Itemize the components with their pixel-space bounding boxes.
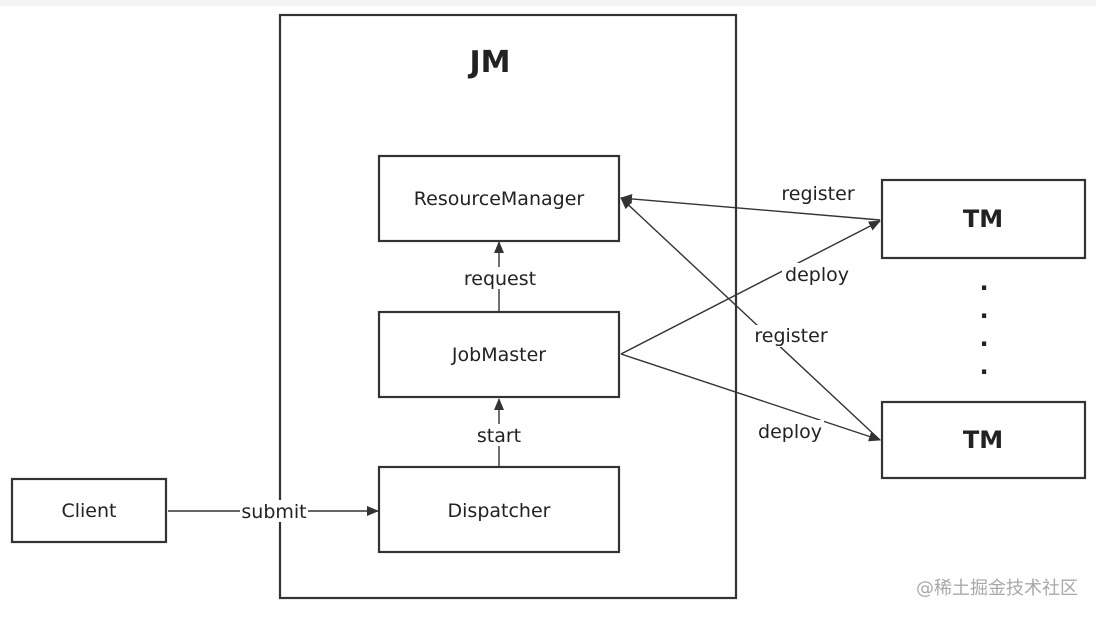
tm-bottom-label: TM (963, 426, 1003, 454)
top-band (0, 0, 1096, 6)
resource-manager-box (377, 154, 621, 243)
edge-label-register-bottom: register (754, 325, 827, 347)
jm-title: JM (467, 45, 510, 80)
node-tm-top: TM (880, 178, 1087, 260)
node-tm-bottom: TM (880, 400, 1087, 480)
edge-register-top (620, 193, 881, 221)
node-resource-manager: ResourceManager (377, 154, 621, 243)
tm-bottom-box (880, 400, 1087, 480)
client-box (10, 477, 168, 544)
edge-deploy-bottom (620, 353, 881, 442)
ellipsis-dot: . (979, 296, 988, 324)
edge-labels: submit start request register deploy reg… (240, 183, 855, 523)
edge-label-register-top: register (781, 183, 854, 205)
dispatcher-label: Dispatcher (448, 500, 551, 522)
node-dispatcher: Dispatcher (377, 465, 621, 554)
resource-manager-label: ResourceManager (414, 188, 585, 210)
jm-container-border (278, 13, 738, 600)
edge-label-deploy-bottom: deploy (758, 421, 822, 443)
tm-ellipsis: . . . . (979, 268, 988, 380)
jm-container: JM (278, 13, 738, 600)
ellipsis-dot: . (979, 324, 988, 352)
edge-label-request: request (464, 268, 536, 290)
job-master-label: JobMaster (451, 344, 546, 366)
edge-label-start: start (477, 425, 521, 447)
edge-deploy-top (620, 220, 881, 355)
node-client: Client (10, 477, 168, 544)
job-master-box (377, 310, 621, 399)
edge-label-deploy-top: deploy (785, 264, 849, 286)
edge-label-submit: submit (241, 501, 306, 523)
client-label: Client (61, 500, 116, 522)
ellipsis-dot: . (979, 268, 988, 296)
dispatcher-box (377, 465, 621, 554)
tm-top-label: TM (963, 205, 1003, 233)
node-job-master: JobMaster (377, 310, 621, 399)
edge-register-bottom (620, 197, 881, 441)
ellipsis-dot: . (979, 352, 988, 380)
tm-top-box (880, 178, 1087, 260)
watermark: @稀土掘金技术社区 (916, 578, 1078, 599)
